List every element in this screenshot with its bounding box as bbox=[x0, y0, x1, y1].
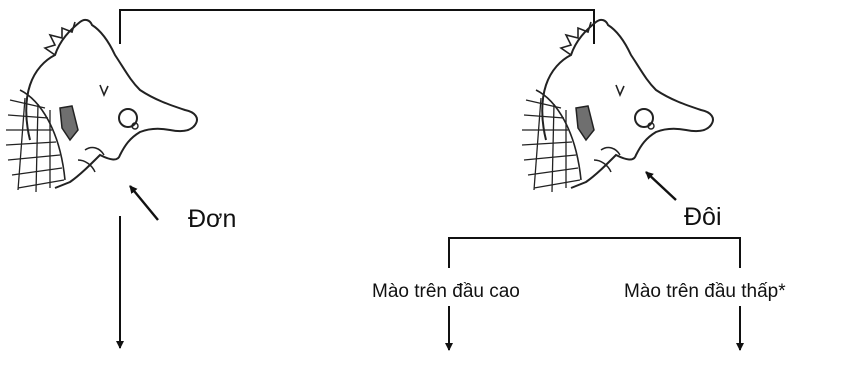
label-single: Đơn bbox=[188, 207, 236, 232]
right-seahorse-head-icon bbox=[522, 20, 713, 192]
single-pointer-arrow bbox=[130, 186, 158, 220]
double-branch-connector bbox=[449, 238, 740, 268]
top-connector bbox=[120, 10, 594, 44]
label-crest-high: Mào trên đầu cao bbox=[372, 282, 520, 301]
double-pointer-arrow bbox=[646, 172, 676, 200]
label-crest-low: Mào trên đầu thấp* bbox=[624, 282, 786, 301]
left-seahorse-head-icon bbox=[6, 20, 197, 192]
label-double: Đôi bbox=[684, 205, 722, 230]
